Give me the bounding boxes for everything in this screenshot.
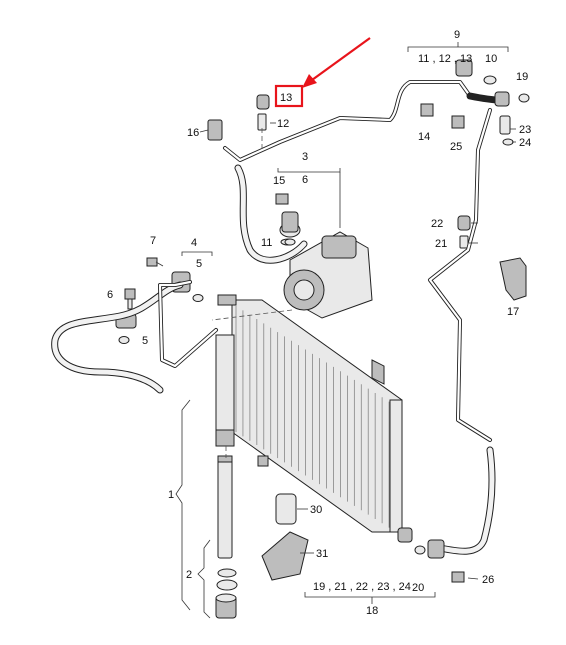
condenser-fins: [235, 306, 397, 532]
small-parts: [115, 75, 530, 583]
label-6: 6: [107, 289, 113, 301]
label-12: 12: [277, 118, 289, 130]
receiver-drier: [215, 455, 238, 619]
label-30: 30: [310, 504, 322, 516]
label-21: 21: [435, 238, 447, 250]
label-11: 11: [261, 237, 272, 249]
label-16: 16: [187, 127, 199, 139]
refrigerant-lines: [51, 59, 510, 559]
label-18: 18: [366, 605, 378, 617]
label-20: 20: [412, 582, 424, 594]
condenser: [215, 294, 403, 533]
label-23: 23: [519, 124, 531, 136]
label-13: 13: [280, 92, 292, 104]
label-25: 25: [450, 141, 462, 153]
label-10: 10: [485, 53, 497, 65]
label-7: 7: [150, 235, 156, 247]
alignment-lines: [211, 128, 293, 458]
label-15: 15: [273, 175, 285, 187]
label-2: 2: [186, 569, 192, 581]
label-3: 3: [302, 151, 308, 163]
label-4: 4: [191, 237, 197, 249]
label-17: 17: [507, 306, 519, 318]
label-26: 26: [482, 574, 494, 586]
label-5-top: 5: [196, 258, 202, 270]
callout-labels: 1 2 3 6 4 5 5 6 7 9 11 , 12 , 13 10 11 1…: [107, 29, 531, 617]
label-22: 22: [431, 218, 443, 230]
label-14: 14: [418, 131, 430, 143]
highlight-arrow-head: [302, 74, 317, 88]
highlight-box: [274, 84, 304, 108]
leader-lines: [175, 42, 516, 619]
label-19: 19: [516, 71, 528, 83]
highlight-annotation: [274, 37, 371, 108]
label-24: 24: [519, 137, 531, 149]
compressor: [279, 211, 373, 319]
label-9: 9: [454, 29, 460, 41]
label-31: 31: [316, 548, 328, 560]
label-5-bottom: 5: [142, 335, 148, 347]
highlight-arrow: [311, 37, 371, 81]
label-1: 1: [168, 489, 174, 501]
label-9-group: 11 , 12 , 13: [418, 53, 472, 65]
label-18-group: 19 , 21 , 22 , 23 , 24: [313, 581, 411, 593]
label-3-6: 6: [302, 174, 308, 186]
